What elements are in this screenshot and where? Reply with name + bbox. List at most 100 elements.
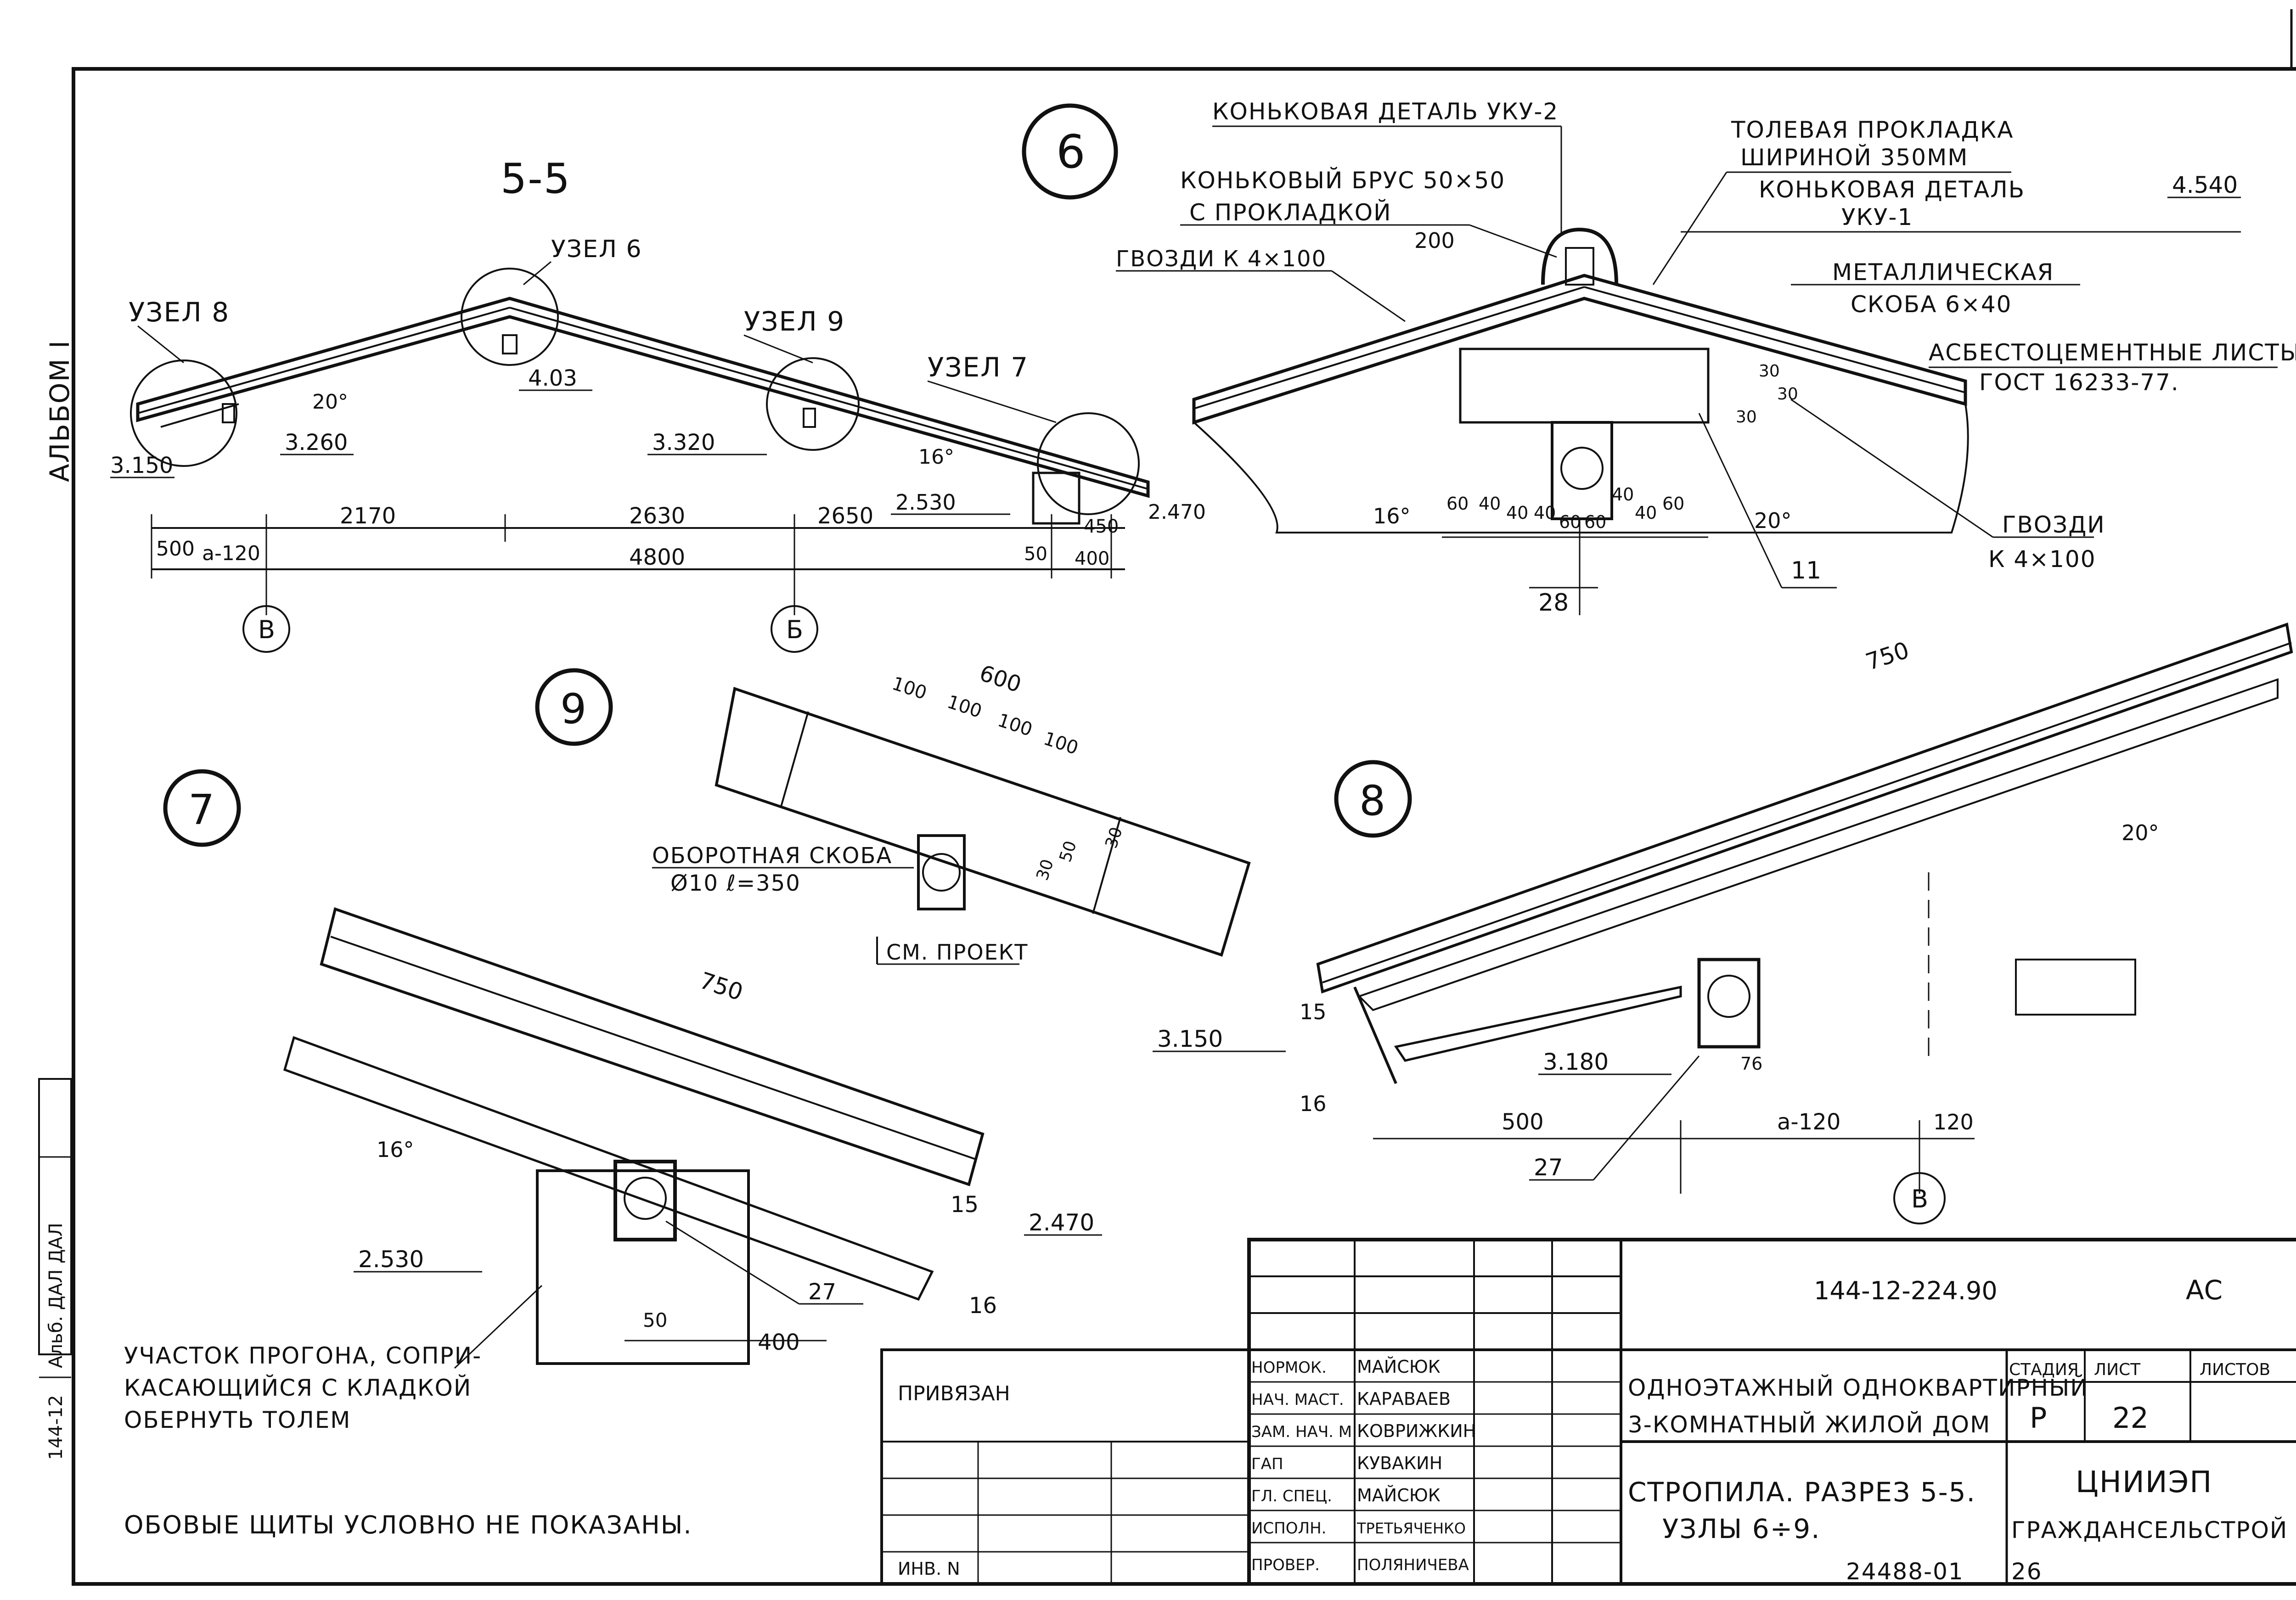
asbestos-label-1: АСБЕСТОЦЕМЕНТНЫЕ ЛИСТЫ <box>1929 339 2296 366</box>
ref-28: 28 <box>1538 589 1569 617</box>
asbestos-label-2: ГОСТ 16233-77. <box>1979 369 2179 396</box>
nails-label-2b: К 4×100 <box>1988 546 2096 573</box>
level-4030: 4.03 <box>528 365 577 391</box>
node-6: 6 КОНЬКОВАЯ ДЕТАЛЬ УКУ-2 КОНЬКОВЫЙ БРУС … <box>1022 98 2296 617</box>
side-stamp: Альб. ДАЛ ДАЛ <box>45 1223 67 1368</box>
node6-dim-7: 40 <box>1635 503 1657 523</box>
role-0: НОРМОК. <box>1251 1359 1327 1377</box>
node6-dim-2: 40 <box>1506 503 1528 523</box>
note-line-3: ОБЕРНУТЬ ТОЛЕМ <box>124 1407 351 1433</box>
node8-label: УЗЕЛ 8 <box>129 297 230 328</box>
node6-dim-8: 60 <box>1662 494 1684 514</box>
node7-level-2470: 2.470 <box>1029 1209 1094 1236</box>
node9-number: 9 <box>560 685 586 733</box>
level-4540: 4.540 <box>2172 172 2238 198</box>
node6-callout <box>461 268 559 366</box>
uky1-label-a: КОНЬКОВАЯ ДЕТАЛЬ <box>1759 176 2025 203</box>
axis-v-label: В <box>258 615 275 644</box>
dim-30: 30 <box>1033 857 1058 883</box>
node7-ref-27: 27 <box>808 1279 836 1305</box>
node6-angle-20: 20° <box>1754 508 1792 533</box>
ref-11: 11 <box>1791 557 1821 584</box>
node7-number: 7 <box>188 786 214 834</box>
level-2530: 2.530 <box>895 490 956 515</box>
level-3150: 3.150 <box>110 453 173 478</box>
dim-50: 50 <box>1024 544 1047 565</box>
name-2: КОВРИЖКИН <box>1357 1421 1476 1441</box>
see-project-label: СМ. ПРОЕКТ <box>886 940 1028 965</box>
archive-number: 24488-01 <box>1846 1558 1964 1585</box>
angle-20: 20° <box>312 390 348 414</box>
ridge-beam-label2: С ПРОКЛАДКОЙ <box>1189 199 1392 226</box>
node9-label: УЗЕЛ 9 <box>744 306 845 337</box>
node7-label: УЗЕЛ 7 <box>928 352 1029 383</box>
dim-a120: a-120 <box>202 542 260 565</box>
doc-mark: АС <box>2186 1274 2223 1306</box>
stage-value: Р <box>2030 1401 2047 1435</box>
dim-400: 400 <box>1075 548 1109 569</box>
axis-b-label: Б <box>786 615 803 644</box>
node8-number: 8 <box>1359 777 1385 825</box>
sheet-value: 22 <box>2112 1401 2149 1435</box>
archive-number-2: 26 <box>2011 1558 2043 1585</box>
section-title: 5-5 <box>501 155 571 203</box>
node8-axis-marker <box>1893 1172 1946 1224</box>
role-3: ГАП <box>1251 1455 1283 1473</box>
dim-200: 200 <box>1414 228 1455 253</box>
footnote: ОБОВЫЕ ЩИТЫ УСЛОВНО НЕ ПОКАЗАНЫ. <box>124 1510 692 1539</box>
role-1: НАЧ. МАСТ. <box>1251 1391 1344 1409</box>
node8-ref-15: 15 <box>1300 999 1327 1024</box>
dim-30-a: 30 <box>1736 408 1757 427</box>
node7-angle-16: 16° <box>377 1137 414 1162</box>
section-5-5: 5-5 УЗЕЛ 6 УЗЕЛ 8 УЗЕЛ 9 УЗЕЛ 7 20° 16° … <box>110 155 1206 653</box>
node8-number-circle <box>1334 760 1412 838</box>
bracket-label-2: Ø10 ℓ=350 <box>670 870 801 896</box>
node7-level-2530: 2.530 <box>358 1246 424 1273</box>
bracket-label-1: ОБОРОТНАЯ СКОБА <box>652 843 892 869</box>
dim-100-a: 100 <box>889 673 929 704</box>
axis-v-marker <box>242 605 290 653</box>
uky1-label-b: УКУ-1 <box>1841 204 1913 230</box>
side-number: 144-12 <box>45 1395 67 1460</box>
drawing-title-2: УЗЛЫ 6÷9. <box>1662 1513 1821 1544</box>
node7-dim-400: 400 <box>758 1330 800 1355</box>
dim-2170: 2170 <box>340 503 396 529</box>
dim-600: 600 <box>976 660 1024 698</box>
node6-dim-4: 60 <box>1559 512 1581 532</box>
level-3260: 3.260 <box>285 430 348 455</box>
note-line-2: КАСАЮЩИЙСЯ С КЛАДКОЙ <box>124 1374 472 1401</box>
node8-axis-label: В <box>1911 1185 1928 1213</box>
node7-callout <box>1037 412 1140 515</box>
album-label: АЛЬБОМ I <box>44 340 75 482</box>
node9-number-circle <box>535 668 613 746</box>
node8-ref-16: 16 <box>1300 1091 1327 1116</box>
node8-dim-76: 76 <box>1740 1054 1762 1074</box>
node6-dim-1: 40 <box>1479 494 1501 514</box>
level-3320: 3.320 <box>652 430 715 455</box>
stage-header: СТАДИЯ <box>2009 1360 2079 1379</box>
node-7: 7 750 16° 2.530 2.470 15 16 27 50 400 УЧ… <box>124 769 1102 1433</box>
node6-number-circle <box>1022 103 1118 200</box>
roofing-label-2: ШИРИНОЙ 350ММ <box>1740 144 1968 171</box>
metal-bracket-label-1: МЕТАЛЛИЧЕСКАЯ <box>1832 259 2054 286</box>
dim-2650: 2650 <box>817 503 873 529</box>
node6-label: УЗЕЛ 6 <box>551 236 642 263</box>
dim-50: 50 <box>1056 839 1080 865</box>
node9-callout <box>766 357 860 451</box>
doc-code: 144-12-224.90 <box>1814 1276 1998 1305</box>
role-2: ЗАМ. НАЧ. М <box>1251 1423 1352 1441</box>
name-6: ПОЛЯНИЧЕВА <box>1357 1556 1469 1574</box>
dim-2630: 2630 <box>629 503 685 529</box>
node6-angle-16: 16° <box>1373 504 1411 528</box>
node7-ref-16: 16 <box>969 1293 997 1319</box>
node6-number: 6 <box>1056 125 1086 179</box>
dim-30-b: 30 <box>1759 362 1780 381</box>
angle-16: 16° <box>918 445 954 469</box>
roofing-label-1: ТОЛЕВАЯ ПРОКЛАДКА <box>1731 117 2014 143</box>
node-9: 9 600 100 100 100 100 30 50 30 ОБОРОТНАЯ… <box>535 660 1251 965</box>
org-line-1: ЦНИИЭП <box>2076 1465 2212 1499</box>
axis-b-marker <box>771 605 818 653</box>
node7-dim-750: 750 <box>696 967 746 1006</box>
object-line-2: 3-КОМНАТНЫЙ ЖИЛОЙ ДОМ <box>1628 1411 1991 1438</box>
